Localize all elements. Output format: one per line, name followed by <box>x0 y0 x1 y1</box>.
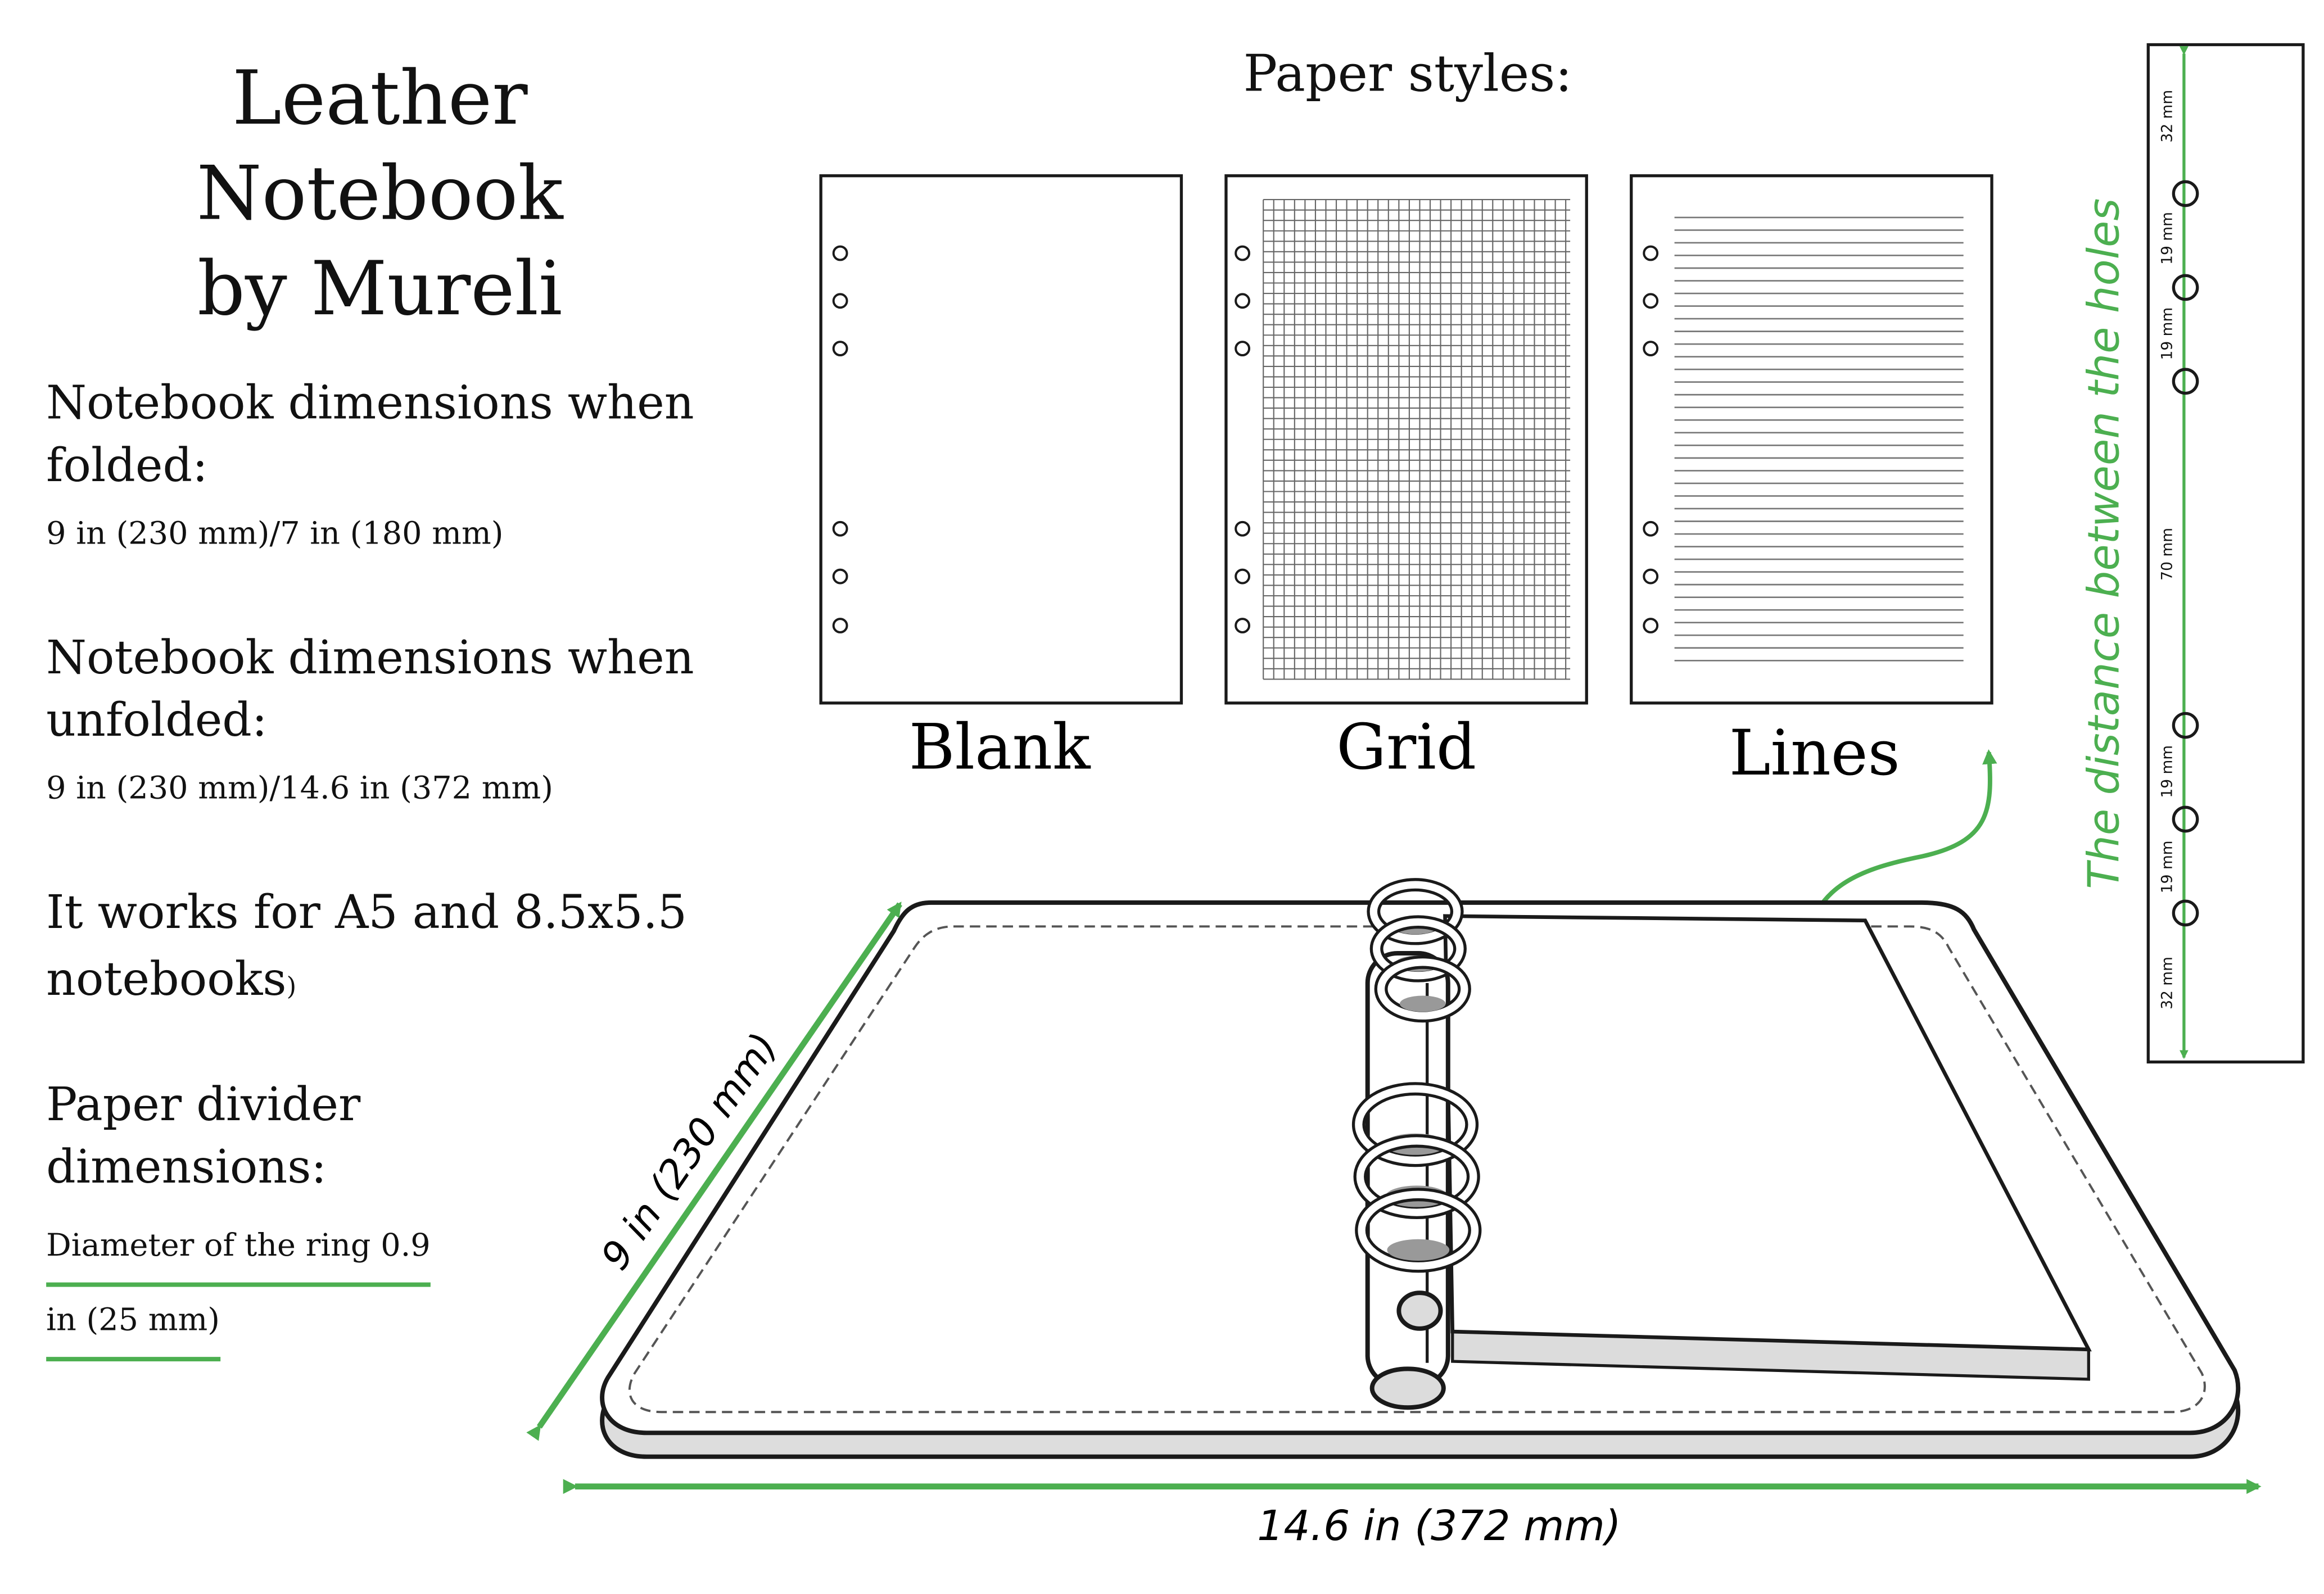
strip-segment-label: 32 mm <box>2159 957 2176 1009</box>
punch-hole <box>1235 618 1251 633</box>
paper-styles-heading: Paper styles: <box>1243 44 1572 105</box>
punch-hole <box>1643 293 1659 309</box>
binder-ring-highlight <box>1369 881 1461 943</box>
strip-segment-label: 19 mm <box>2159 307 2176 360</box>
folded-heading-line-1: Notebook dimensions when <box>46 377 694 431</box>
binder-ring-highlight <box>1355 1085 1476 1164</box>
strip-labels: 32 mm 19 mm 19 mm 70 mm 19 mm 19 mm 32 mm <box>2159 90 2176 1009</box>
lines-holes <box>1643 245 1659 633</box>
divider-heading-line-2: dimensions: <box>46 1140 327 1195</box>
paper-blank <box>819 174 1183 705</box>
blank-holes <box>832 245 848 633</box>
punch-hole <box>1235 245 1251 261</box>
paper-label-grid: Grid <box>1336 711 1476 784</box>
strip-holes <box>2172 180 2199 927</box>
paper-label-blank: Blank <box>909 711 1091 784</box>
ring-diameter-line-1: Diameter of the ring 0.9 <box>46 1212 431 1287</box>
strip-segment-label: 70 mm <box>2159 528 2176 581</box>
punch-hole <box>1235 520 1251 537</box>
punch-hole <box>832 520 848 537</box>
strip-segment-label: 19 mm <box>2159 212 2176 265</box>
divider-heading: Paper divider dimensions: <box>46 1074 702 1199</box>
strip-hole <box>2172 368 2199 395</box>
strip-segment-label: 32 mm <box>2159 90 2176 143</box>
ring-diameter-line-2: in (25 mm) <box>46 1287 220 1362</box>
binder-ring-highlight <box>1372 918 1464 980</box>
punch-hole <box>1643 520 1659 537</box>
paper-lines <box>1630 174 1993 705</box>
notebook-illustration <box>600 878 2241 1459</box>
divider-heading-line-1: Paper divider <box>46 1078 361 1133</box>
punch-hole <box>832 245 848 261</box>
punch-hole <box>832 341 848 357</box>
punch-hole <box>832 618 848 633</box>
works-for-line-2-text: notebooks <box>46 953 287 1007</box>
ring-diameter: Diameter of the ring 0.9 in (25 mm) <box>46 1212 702 1362</box>
binder-ring-highlight <box>1377 958 1468 1020</box>
punch-hole <box>1235 293 1251 309</box>
height-dimension-arrow <box>526 902 902 1441</box>
folded-value: 9 in (230 mm)/7 in (180 mm) <box>46 515 504 551</box>
strip-segment-label: 19 mm <box>2159 840 2176 893</box>
holes-strip: 32 mm 19 mm 19 mm 70 mm 19 mm 19 mm 32 mm <box>2146 43 2305 1064</box>
unfolded-heading-line-2: unfolded: <box>46 694 268 748</box>
strip-hole <box>2172 712 2199 739</box>
ruled-pattern <box>1674 216 1964 662</box>
binder-rings <box>1351 878 1482 1273</box>
unfolded-value: 9 in (230 mm)/14.6 in (372 mm) <box>46 770 554 806</box>
punch-hole <box>832 568 848 585</box>
punch-hole <box>1643 568 1659 585</box>
grid-holes <box>1235 245 1251 633</box>
binder-ring-highlight <box>1358 1190 1479 1270</box>
unfolded-heading: Notebook dimensions when unfolded: <box>46 627 702 753</box>
folded-heading-line-2: folded: <box>46 439 208 493</box>
punch-hole <box>832 293 848 309</box>
strip-hole <box>2172 899 2199 927</box>
punch-hole <box>1643 245 1659 261</box>
punch-hole <box>1235 341 1251 357</box>
strip-segment-label: 19 mm <box>2159 745 2176 798</box>
page-title: Leather Notebook by Mureli <box>45 51 716 337</box>
holes-caption: The distance between the holes <box>2079 198 2129 889</box>
binder-ring-highlight <box>1356 1137 1477 1216</box>
punch-hole <box>1643 618 1659 633</box>
title-line-2: by Mureli <box>197 246 563 332</box>
strip-hole <box>2172 805 2199 833</box>
width-dimension-label: 14.6 in (372 mm) <box>1257 1502 1621 1550</box>
title-line-1: Leather Notebook <box>196 55 563 237</box>
folded-heading: Notebook dimensions when folded: <box>46 373 702 498</box>
ring-shadow <box>1399 995 1446 1012</box>
strip-hole <box>2172 274 2199 301</box>
grid-pattern <box>1263 199 1571 680</box>
ring-shadow <box>1387 1239 1450 1261</box>
unfolded-heading-line-1: Notebook dimensions when <box>46 631 694 685</box>
paper-label-lines: Lines <box>1729 717 1900 790</box>
strip-hole <box>2172 180 2199 207</box>
works-for-paren: ) <box>286 972 297 1003</box>
paper-grid <box>1224 174 1588 705</box>
works-for-line-2: notebooks) <box>46 947 702 1022</box>
punch-hole <box>1643 341 1659 357</box>
punch-hole <box>1235 568 1251 585</box>
